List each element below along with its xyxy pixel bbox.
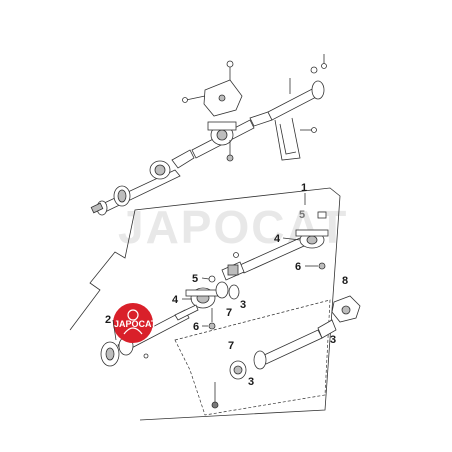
front-yoke-ring [117,189,127,203]
callout-4a: 4 [172,294,179,306]
callout-3c: 3 [248,376,254,388]
callout-2: 2 [105,314,111,326]
companion-flange-8-core [341,305,351,315]
rear-shaft-lower-yoke [253,350,267,370]
upper-shaft-assembly [90,54,327,216]
box-small-bolt [233,252,239,258]
bolt-head-left [182,97,188,103]
callout-4b: 4 [274,233,281,245]
rear-yoke-lower [317,319,337,339]
hanger-strap-inner [279,123,297,155]
box-washer-5a [208,275,216,283]
box-cross-1 [227,264,239,276]
callout-5a: 5 [192,273,198,285]
logo-circle [113,303,153,343]
center-bearing-upper-1-core [154,164,166,176]
front-flange-2-core [105,347,115,361]
nut-topright [321,63,327,69]
box-nut-6a [318,262,326,270]
washer-topright [310,66,318,74]
callout-5b: 5 [299,209,305,221]
upper-yoke-1 [171,149,195,169]
leader-lines [112,193,318,341]
flange-7a [215,281,229,299]
bolt-head-top [226,60,234,68]
logo-figure-head [127,309,139,321]
callout-3a: 3 [240,299,246,311]
rear-shaft-lower-tube [261,329,323,365]
logo-text: JAPOCAT [114,319,157,329]
mount-bolt-hole [218,94,226,102]
callout-1: 1 [301,182,307,194]
callout-8: 8 [342,275,348,287]
nut-center [226,154,234,162]
bolt-line-left [185,95,206,101]
nut-6-lower [208,322,216,330]
grease-fitting [143,353,149,359]
front-shaft-spline [90,202,104,214]
japocat-logo: JAPOCAT [113,303,157,343]
flange-7b-core [233,365,243,375]
box-bearing-bracket-1 [295,229,329,237]
callout-6a: 6 [295,261,301,273]
leader-2 [112,319,117,341]
center-bearing-upper-2-core [216,129,228,141]
sub-assembly-box [174,299,331,416]
callout-7b: 7 [228,340,234,352]
front-shaft-lower-spline [174,304,199,321]
logo-figure-body [123,327,143,335]
hanger-bolt [311,127,317,133]
rear-flange-upper [311,80,325,100]
assembly-box-1 [69,187,341,421]
flange-3a [228,284,240,300]
box-plate-5b [317,211,327,219]
lower-stud-nut [211,401,219,409]
callout-6b: 6 [193,321,199,333]
callout-7a: 7 [226,307,232,319]
box-center-bearing-1-core [306,235,318,245]
leader-5a [201,277,210,280]
bearing-bracket-upper [207,121,237,131]
callout-3b: 3 [330,334,336,346]
leader-4b [282,237,301,241]
lower-shaft-assembly [100,211,361,409]
callout-labels: 1 5 4 6 5 4 7 3 6 2 8 3 7 3 [105,182,348,388]
bearing-bracket-4a [185,289,221,297]
